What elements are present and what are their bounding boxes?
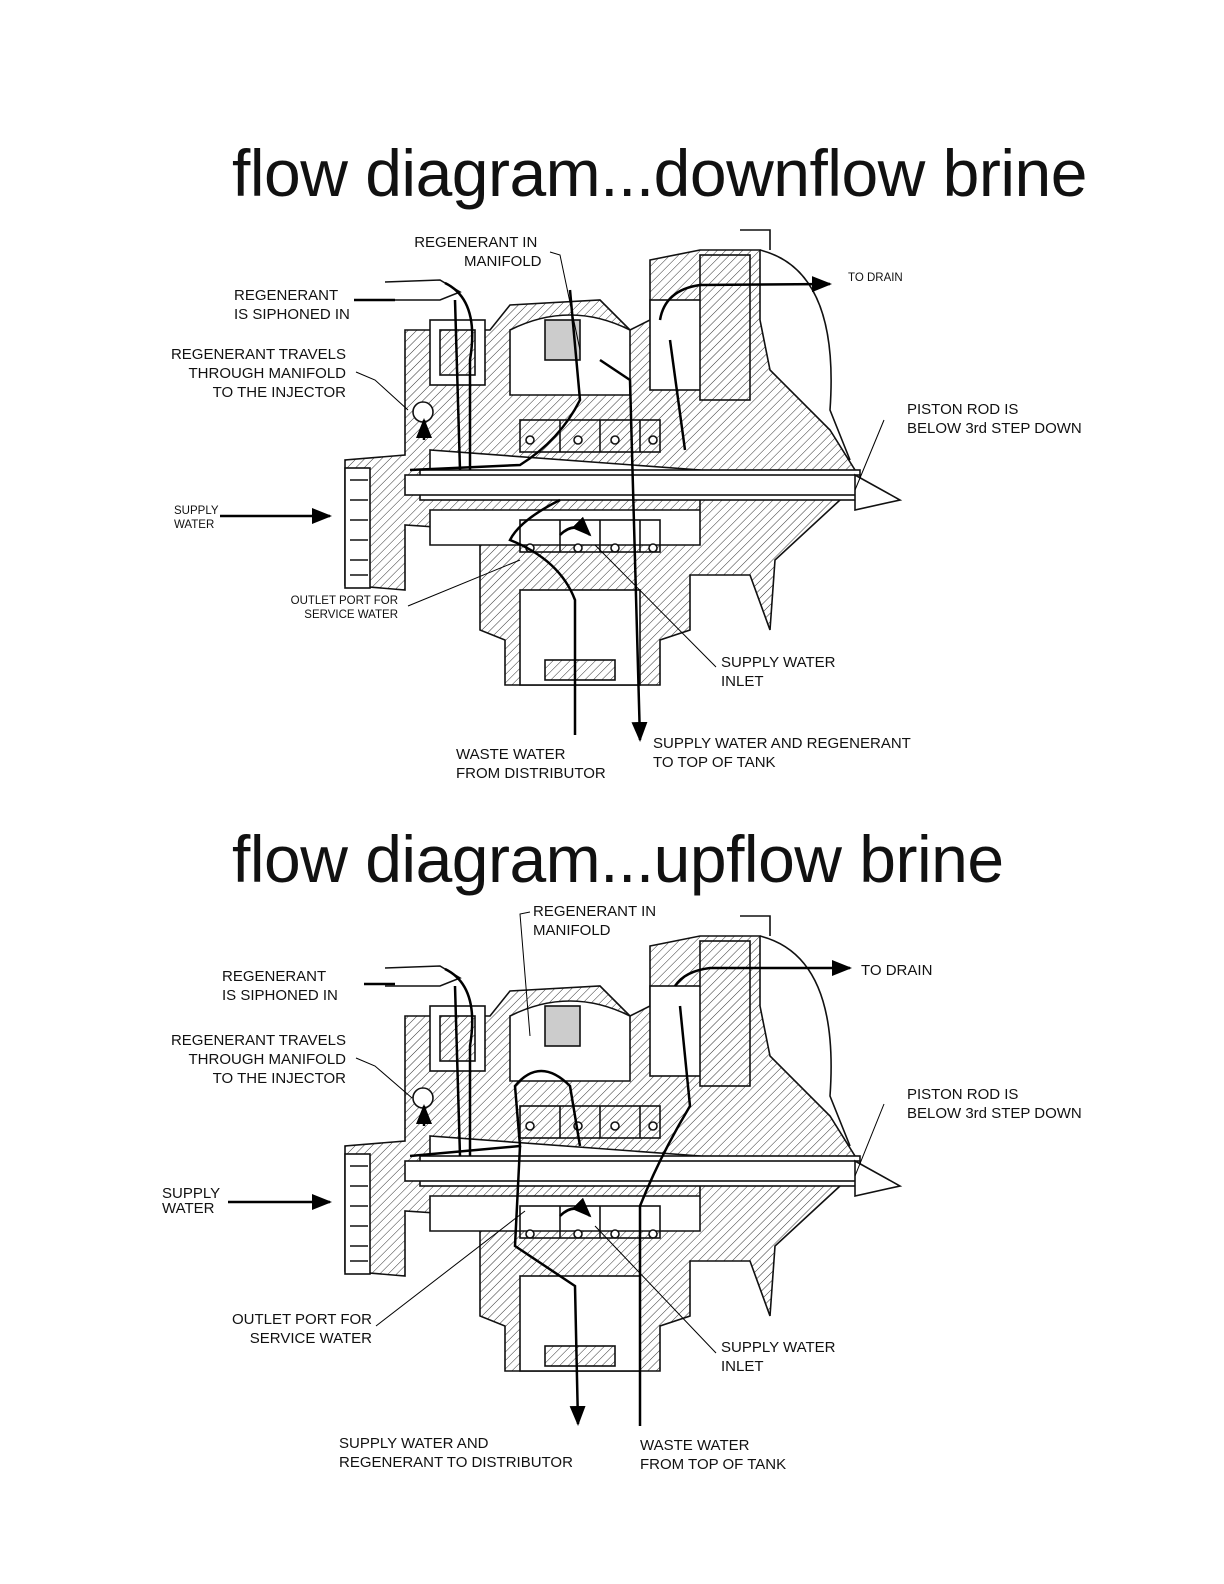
- label-supply-water-inlet: SUPPLY WATER INLET: [721, 654, 836, 690]
- upflow-valve-diagram: [228, 911, 903, 1426]
- valve-body: [344, 229, 903, 686]
- label-to-drain: TO DRAIN: [861, 962, 933, 979]
- flow-paths: [220, 276, 832, 742]
- label-piston-rod: PISTON ROD IS BELOW 3rd STEP DOWN: [907, 401, 1082, 437]
- label-regenerant-travels: REGENERANT TRAVELS THROUGH MANIFOLD TO T…: [170, 346, 346, 401]
- downflow-valve-diagram: [220, 229, 903, 742]
- label-piston-rod: PISTON ROD IS BELOW 3rd STEP DOWN: [907, 1086, 1082, 1122]
- label-regenerant-in-manifold: REGENERANT IN MANIFOLD: [414, 234, 542, 270]
- valve-body: [344, 915, 903, 1372]
- label-outlet-port: OUTLET PORT FOR SERVICE WATER: [290, 595, 398, 621]
- label-supply-and-regenerant: SUPPLY WATER AND REGENERANT TO DISTRIBUT…: [339, 1435, 573, 1471]
- downflow-title: flow diagram...downflow brine: [232, 136, 1087, 210]
- label-regenerant-siphoned: REGENERANT IS SIPHONED IN: [234, 287, 350, 323]
- label-supply-water-inlet: SUPPLY WATER INLET: [721, 1339, 836, 1375]
- label-waste-water: WASTE WATER FROM TOP OF TANK: [640, 1437, 787, 1473]
- label-supply-water: SUPPLY WATER: [174, 505, 219, 531]
- label-to-drain: TO DRAIN: [848, 272, 903, 284]
- label-regenerant-in-manifold: REGENERANT IN MANIFOLD: [533, 903, 657, 939]
- upflow-title: flow diagram...upflow brine: [232, 822, 1004, 896]
- leader-lines: [355, 911, 885, 1354]
- label-supply-and-regenerant: SUPPLY WATER AND REGENERANT TO TOP OF TA…: [653, 735, 911, 771]
- label-supply-water: SUPPLY WATER: [162, 1185, 221, 1217]
- label-regenerant-siphoned: REGENERANT IS SIPHONED IN: [222, 968, 338, 1004]
- flow-paths: [228, 960, 852, 1426]
- leader-lines: [355, 251, 885, 668]
- label-regenerant-travels: REGENERANT TRAVELS THROUGH MANIFOLD TO T…: [170, 1032, 346, 1087]
- label-waste-water: WASTE WATER FROM DISTRIBUTOR: [456, 746, 606, 782]
- label-outlet-port: OUTLET PORT FOR SERVICE WATER: [231, 1311, 372, 1347]
